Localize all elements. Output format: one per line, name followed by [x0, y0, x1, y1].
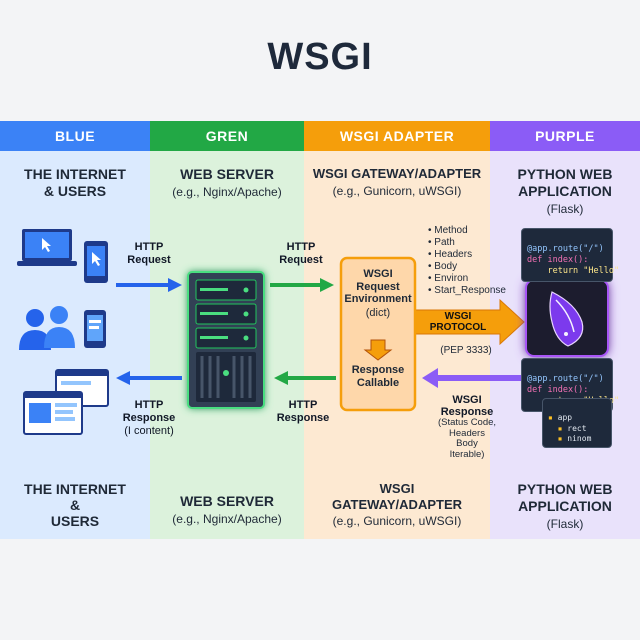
list-item: • Path: [428, 237, 455, 248]
arrow-wsgi-protocol: [413, 298, 525, 346]
web-server-label-top: WEB SERVER (e.g., Nginx/Apache): [172, 166, 282, 199]
file-tree: ▪ app ▪ rect ▪ ninom: [542, 398, 612, 448]
pep-label: (PEP 3333): [440, 345, 492, 356]
folder-icon: ▪: [548, 413, 553, 423]
list-item: • Method: [428, 225, 468, 236]
wsgi-response-label: WSGI Response (Status Code, Headers Body…: [437, 394, 497, 460]
gateway-label-top: WSGI GATEWAY/ADAPTER (e.g., Gunicorn, uW…: [312, 166, 482, 198]
phone-icon: [84, 241, 108, 283]
internet-label-top: THE INTERNET & USERS: [24, 166, 126, 199]
adapter-box: [339, 256, 417, 412]
column-header-wsgi-adapter: WSGI ADAPTER: [304, 121, 490, 151]
browser-windows-icon: [23, 369, 109, 435]
arrow-http-request-2: [270, 278, 334, 292]
arrow-wsgi-response: [422, 368, 522, 388]
column-header-purple: PURPLE: [490, 121, 640, 151]
response-callable-label: Response Callable: [351, 364, 405, 389]
http-response-label-1: HTTP Response (I content): [122, 399, 176, 438]
folder-icon: ▪: [557, 423, 563, 433]
python-app-label-bottom: PYTHON WEB APPLICATION (Flask): [517, 481, 613, 531]
http-response-label-2: HTTP Response: [276, 399, 330, 425]
folder-icon: ▪: [557, 434, 563, 444]
list-item: • Start_Response: [428, 285, 506, 296]
wsgi-protocol-label: WSGI PROTOCOL: [429, 311, 487, 333]
python-app-label-top: PYTHON WEB APPLICATION (Flask): [517, 166, 613, 216]
web-server-label-bottom: WEB SERVER (e.g., Nginx/Apache): [172, 493, 282, 526]
users-icon: [19, 306, 75, 350]
column-header-blue: BLUE: [0, 121, 150, 151]
list-item: • Environ: [428, 273, 469, 284]
code-snippet-top: @app.route("/")def index(): return "Hell…: [521, 228, 619, 283]
column-bg-internet: [0, 121, 150, 539]
http-request-label-2: HTTP Request: [279, 241, 323, 267]
phone-icon-2: [84, 310, 106, 348]
server-icon: [187, 271, 265, 409]
arrow-http-request-1: [116, 278, 182, 292]
flask-logo-icon: [525, 279, 609, 357]
gateway-label-bottom: WSGI GATEWAY/ADAPTER (e.g., Gunicorn, uW…: [331, 481, 462, 529]
internet-label-bottom: THE INTERNET & USERS: [24, 481, 126, 530]
laptop-icon: [17, 229, 77, 266]
arrow-http-response-2: [274, 371, 336, 385]
environ-list: • Method • Path • Headers • Body • Envir…: [428, 225, 506, 297]
arrow-http-response-1: [116, 371, 182, 385]
page-title: WSGI: [267, 36, 373, 78]
wsgi-environment-label: WSGI Request Environment (dict): [344, 268, 412, 319]
http-request-label-1: HTTP Request: [127, 241, 171, 267]
list-item: • Headers: [428, 249, 473, 260]
column-header-gren: GREN: [150, 121, 304, 151]
list-item: • Body: [428, 261, 458, 272]
